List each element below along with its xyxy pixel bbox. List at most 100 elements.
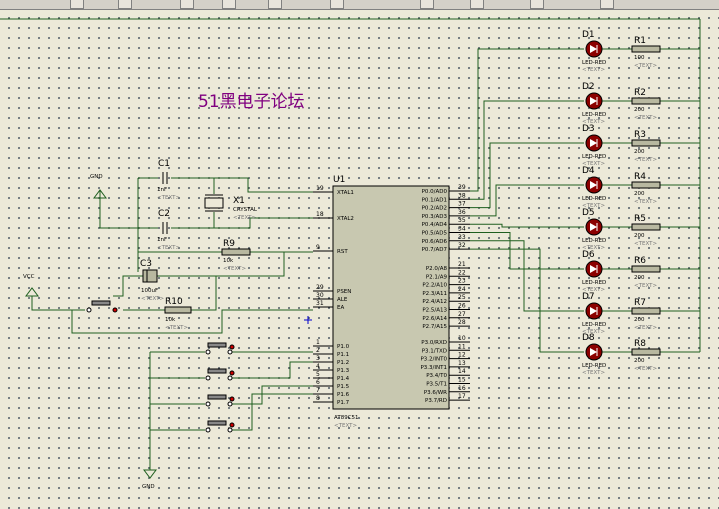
chip-pin-number: 2 — [316, 347, 320, 354]
led-part: LED-RED — [582, 322, 606, 328]
r10-value: 10k — [165, 317, 176, 323]
led-triangle — [590, 139, 597, 147]
resistor-text: <TEXT> — [634, 115, 657, 121]
led-triangle — [590, 97, 597, 105]
chip-pin-number: 14 — [458, 368, 466, 375]
chip-ref: U1 — [333, 175, 345, 185]
switch-pin — [227, 427, 233, 433]
led-triangle — [590, 348, 597, 356]
chip-pin-number: 39 — [458, 184, 466, 191]
chip-pin-label: P3.1/TXD — [422, 348, 447, 354]
switch-pin — [229, 422, 235, 428]
r9-text: <TEXT> — [223, 266, 246, 272]
capacitor-c3 — [142, 269, 158, 283]
c1-ref: C1 — [158, 159, 170, 169]
r10-ref: R10 — [165, 297, 183, 307]
led-part: LED-RED — [582, 196, 606, 202]
resistor-ref: R1 — [634, 36, 646, 46]
c3-ref: C3 — [140, 259, 152, 269]
chip-pin-label: P3.7/RD — [425, 398, 447, 404]
resistor-7 — [631, 307, 661, 315]
chip-pin-label: P0.0/AD0 — [422, 189, 448, 195]
c3-text: <TEXT> — [141, 296, 164, 302]
toolbar-button[interactable] — [118, 0, 132, 9]
chip-pin-label: P1.0 — [337, 344, 350, 350]
resistor-value: 100 — [634, 55, 645, 61]
chip-pin-number: 17 — [458, 393, 466, 400]
led-part: LED-RED — [582, 363, 606, 369]
chip-pin-number: 7 — [316, 387, 320, 394]
resistor-value: 200 — [634, 149, 645, 155]
switch-pin — [229, 344, 235, 350]
toolbar-button[interactable] — [600, 0, 614, 9]
c1-value: 1nF — [157, 187, 167, 193]
chip-pin-label: P2.1/A9 — [426, 274, 448, 280]
chip-pin-label: P0.1/AD1 — [422, 197, 447, 203]
toolbar-button[interactable] — [268, 0, 282, 9]
toolbar-button[interactable] — [530, 0, 544, 9]
watermark-text: 51黑电子论坛 — [198, 92, 305, 112]
p15-wire — [230, 385, 313, 405]
vcc-wire — [31, 296, 85, 311]
chip-pin-label: XTAL2 — [337, 216, 354, 222]
led-triangle — [590, 181, 597, 189]
led-triangle — [590, 265, 597, 273]
resistor-ref: R8 — [634, 339, 646, 349]
led-drive-wire — [470, 232, 584, 270]
reset-switch-icon — [91, 300, 111, 306]
chip-pin-label: P1.4 — [337, 376, 350, 382]
led-part: LED-RED — [582, 154, 606, 160]
reset-switch-pin — [112, 307, 118, 313]
resistor-ref: R5 — [634, 214, 646, 224]
chip-pin-number: 16 — [458, 385, 466, 392]
chip-pin-label: P0.4/AD4 — [422, 222, 448, 228]
chip-pin-number: 19 — [316, 185, 324, 192]
chip-pin-label: P2.0/A8 — [426, 266, 448, 272]
microcontroller-body[interactable] — [332, 185, 450, 410]
led-part: LED-RED — [582, 280, 606, 286]
toolbar-button[interactable] — [70, 0, 84, 9]
resistor-ref: R7 — [634, 298, 646, 308]
led-ref: D4 — [582, 166, 595, 176]
resistor-ref: R6 — [634, 256, 646, 266]
toolbar-button[interactable] — [420, 0, 434, 9]
switch-pin — [227, 349, 233, 355]
toolbar-button[interactable] — [470, 0, 484, 9]
led-text: <TEXT> — [582, 203, 605, 209]
chip-pin-number: 32 — [458, 242, 466, 249]
led-ref: D7 — [582, 292, 595, 302]
chip-pin-number: 9 — [316, 244, 320, 251]
chip-pin-label: P2.5/A13 — [422, 308, 447, 314]
gnd-label-top: GND — [90, 174, 103, 180]
chip-pin-number: 25 — [458, 294, 466, 301]
switch-pin — [229, 396, 235, 402]
chip-pin-number: 15 — [458, 377, 466, 384]
toolbar-button[interactable] — [222, 0, 236, 9]
switch-pin — [227, 401, 233, 407]
chip-pin-label: P2.2/A10 — [422, 283, 447, 289]
chip-pin-label: P3.4/T0 — [426, 373, 447, 379]
chip-pin-label: P1.3 — [337, 368, 350, 374]
led-text: <TEXT> — [582, 245, 605, 251]
led-drive-wire — [470, 48, 584, 192]
toolbar-button[interactable] — [330, 0, 344, 9]
resistor-value: 200 — [634, 275, 645, 281]
led-part: LED-RED — [582, 238, 606, 244]
p12-wire — [230, 361, 313, 379]
chip-pin-label: P3.5/T1 — [426, 382, 447, 388]
resistor-text: <TEXT> — [634, 63, 657, 69]
component-layer — [25, 172, 251, 479]
led-ref: D3 — [582, 124, 595, 134]
toolbar-button[interactable] — [180, 0, 194, 9]
x1-text: <TEXT> — [233, 215, 256, 221]
resistor-value: 200 — [634, 233, 645, 239]
chip-pin-label: EA — [337, 305, 344, 311]
chip-pin-label: RST — [337, 249, 348, 255]
